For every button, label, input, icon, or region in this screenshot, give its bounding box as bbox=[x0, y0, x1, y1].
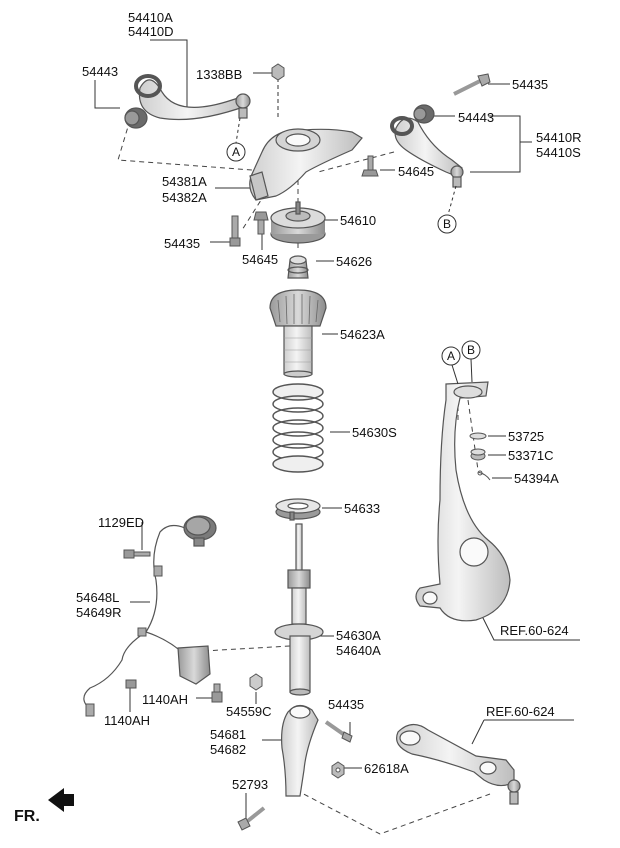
label-54381a: 54381A bbox=[162, 174, 207, 189]
upper-arm-right-part bbox=[390, 116, 464, 188]
label-54410r: 54410R bbox=[536, 130, 582, 145]
front-arrow-icon bbox=[48, 788, 74, 812]
bolt-54645-left-part bbox=[253, 211, 269, 235]
label-54640a: 54640A bbox=[336, 643, 381, 658]
callout-b-upper-text: B bbox=[443, 217, 451, 231]
label-54559c: 54559C bbox=[226, 704, 272, 719]
label-54682: 54682 bbox=[210, 742, 247, 757]
nut-53371c-part bbox=[470, 448, 486, 461]
nut-1338bb-part bbox=[271, 63, 285, 81]
upper-arm-left-part bbox=[134, 74, 251, 121]
label-54630a: 54630A bbox=[336, 628, 381, 643]
bolt-1140ah-part bbox=[125, 679, 223, 703]
label-54649r: 54649R bbox=[76, 605, 122, 620]
bolt-1129ed-part bbox=[123, 549, 151, 559]
bolt-54435-left-part bbox=[229, 215, 241, 247]
callout-a-upper-text: A bbox=[232, 145, 240, 159]
label-54626: 54626 bbox=[336, 254, 373, 269]
bolt-54435-bottom-part bbox=[324, 720, 353, 743]
label-54382a: 54382A bbox=[162, 190, 207, 205]
nut-62618a-part bbox=[331, 761, 345, 779]
label-53371c: 53371C bbox=[508, 448, 554, 463]
bolt-54645-right-part bbox=[361, 155, 379, 177]
label-54645-right: 54645 bbox=[398, 164, 435, 179]
strut-54630a-part bbox=[274, 523, 324, 696]
dust-boot-54623a-part bbox=[269, 289, 327, 378]
label-1140ah-low: 1140AH bbox=[104, 713, 151, 728]
label-54681: 54681 bbox=[210, 727, 247, 742]
label-54410a: 54410A bbox=[128, 10, 173, 25]
label-54410s: 54410S bbox=[536, 145, 581, 160]
label-54645-left: 54645 bbox=[242, 252, 279, 267]
label-54648l: 54648L bbox=[76, 590, 120, 605]
bushing-left-part bbox=[124, 107, 148, 129]
label-54435-left: 54435 bbox=[164, 236, 201, 251]
label-62618a: 62618A bbox=[364, 761, 409, 776]
label-1338bb: 1338BB bbox=[196, 67, 243, 82]
clip-54559c-part bbox=[249, 673, 263, 691]
pin-54394a-part bbox=[477, 470, 491, 481]
coil-spring-54630s-part bbox=[272, 383, 324, 473]
washer-53725-part bbox=[469, 432, 487, 440]
sensor-bracket-part bbox=[177, 645, 211, 685]
label-54394a: 54394A bbox=[514, 471, 559, 486]
fork-54681-part bbox=[281, 704, 319, 797]
label-53725: 53725 bbox=[508, 429, 545, 444]
label-1140ah-mid: 1140AH bbox=[142, 692, 189, 707]
label-1129ed: 1129ED bbox=[98, 515, 145, 530]
label-54630s: 54630S bbox=[352, 425, 397, 440]
bump-stop-54626-part bbox=[287, 255, 309, 279]
label-ref-arm: REF.60-624 bbox=[486, 704, 555, 719]
lower-arm-part bbox=[396, 723, 521, 805]
label-54435-top: 54435 bbox=[512, 77, 549, 92]
label-ref-knuckle: REF.60-624 bbox=[500, 623, 569, 638]
label-54435-bottom: 54435 bbox=[328, 697, 365, 712]
callout-a-knuckle bbox=[441, 346, 461, 366]
sensor-clip-part bbox=[85, 565, 163, 717]
strut-mount-bracket-part bbox=[249, 128, 363, 201]
bolt-54435-top-part bbox=[453, 73, 491, 96]
top-mount-54610-part bbox=[270, 201, 326, 244]
label-54633: 54633 bbox=[344, 501, 381, 516]
bushing-right-part bbox=[413, 104, 435, 124]
callout-b-knuckle-text: B bbox=[467, 343, 475, 357]
label-54443-right: 54443 bbox=[458, 110, 495, 125]
sensor-cap-part bbox=[183, 515, 217, 547]
label-54623a: 54623A bbox=[340, 327, 385, 342]
label-54610: 54610 bbox=[340, 213, 377, 228]
front-direction-label: FR. bbox=[14, 808, 40, 825]
label-52793: 52793 bbox=[232, 777, 269, 792]
callout-b-upper bbox=[437, 214, 457, 234]
knuckle-part bbox=[415, 381, 511, 622]
callout-a-knuckle-text: A bbox=[447, 349, 455, 363]
bolt-52793-part bbox=[237, 806, 266, 831]
spring-seat-54633-part bbox=[275, 498, 321, 521]
label-54443-left: 54443 bbox=[82, 64, 119, 79]
label-54410d: 54410D bbox=[128, 24, 174, 39]
